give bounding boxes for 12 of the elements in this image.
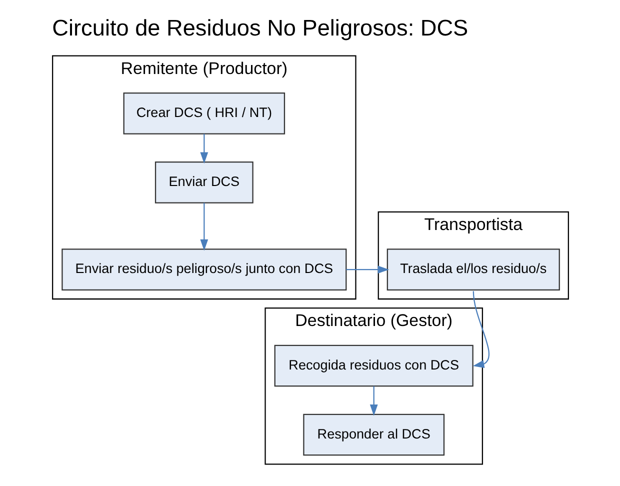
arrow (346, 266, 389, 274)
node-box: Responder al DCS (302, 414, 444, 456)
arrow (200, 202, 208, 251)
arrow (369, 386, 378, 416)
arrow (200, 134, 208, 164)
node-box: Enviar DCS (154, 162, 253, 204)
node-box: Crear DCS ( HRI / NT) (122, 92, 285, 134)
node-box: Traslada el/los residuo/s (386, 248, 560, 290)
diagram-title: Circuito de Residuos No Peligrosos: DCS (52, 15, 468, 40)
node-box: Enviar residuo/s peligroso/s junto con DCS (61, 248, 346, 290)
node-box: Recogida residuos con DCS (274, 344, 473, 387)
arrow (472, 291, 489, 368)
